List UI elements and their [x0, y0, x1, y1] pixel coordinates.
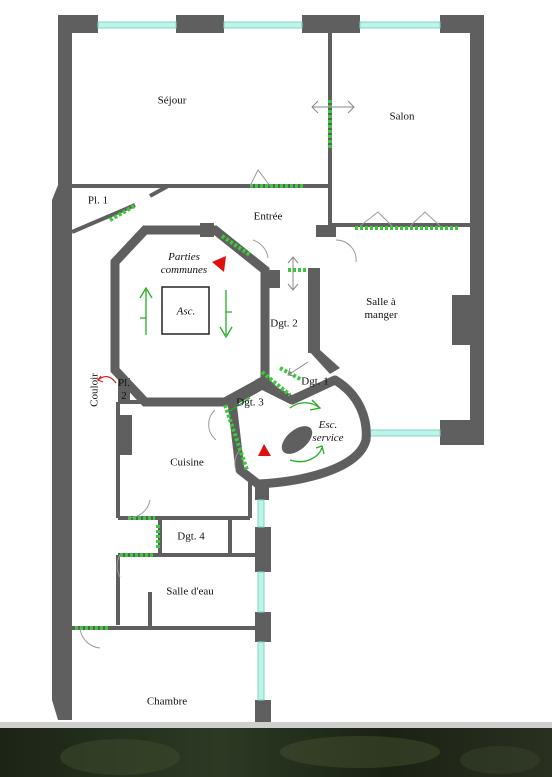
room-label-salle-eau: Salle d'eau — [166, 585, 214, 598]
doors — [75, 100, 460, 630]
room-label-salle-manger: Salle à manger — [364, 296, 398, 321]
stair-arrow-icon — [227, 397, 251, 413]
room-label-pl1: Pl. 1 — [87, 194, 109, 207]
entrance-marker-icon — [258, 444, 271, 456]
room-label-parties-communes: Parties communes — [160, 251, 208, 276]
room-label-dgt2: Dgt. 2 — [270, 317, 298, 330]
double-arrow-icon — [287, 361, 309, 377]
room-label-pl2: Pl. 2 — [118, 377, 130, 402]
room-label-dgt4: Dgt. 4 — [177, 530, 205, 543]
room-label-chambre: Chambre — [146, 695, 188, 708]
room-label-dgt1: Dgt. 1 — [301, 375, 329, 388]
room-label-asc: Asc. — [176, 305, 196, 318]
room-label-esc-service: Esc. service — [312, 419, 344, 444]
room-label-dgt3: Dgt. 3 — [236, 396, 264, 409]
double-arrow-icon — [287, 256, 299, 291]
room-label-couloir: Couloir — [88, 373, 101, 407]
floor-plan — [0, 0, 552, 722]
entrance-marker-icon — [212, 256, 226, 272]
service-stair — [227, 375, 371, 489]
walls — [52, 15, 484, 722]
elevator-box — [161, 286, 210, 335]
door-swings — [79, 169, 441, 649]
plan-background — [0, 0, 552, 722]
room-label-sejour: Séjour — [157, 94, 187, 107]
room-label-entree: Entrée — [253, 210, 283, 223]
exit-arrow-icon — [97, 375, 117, 384]
room-label-cuisine: Cuisine — [170, 456, 204, 469]
double-arrow-icon — [311, 100, 355, 114]
photo-strip — [0, 722, 552, 777]
room-label-salon: Salon — [389, 110, 415, 123]
stair-arrow-icon — [139, 286, 325, 463]
